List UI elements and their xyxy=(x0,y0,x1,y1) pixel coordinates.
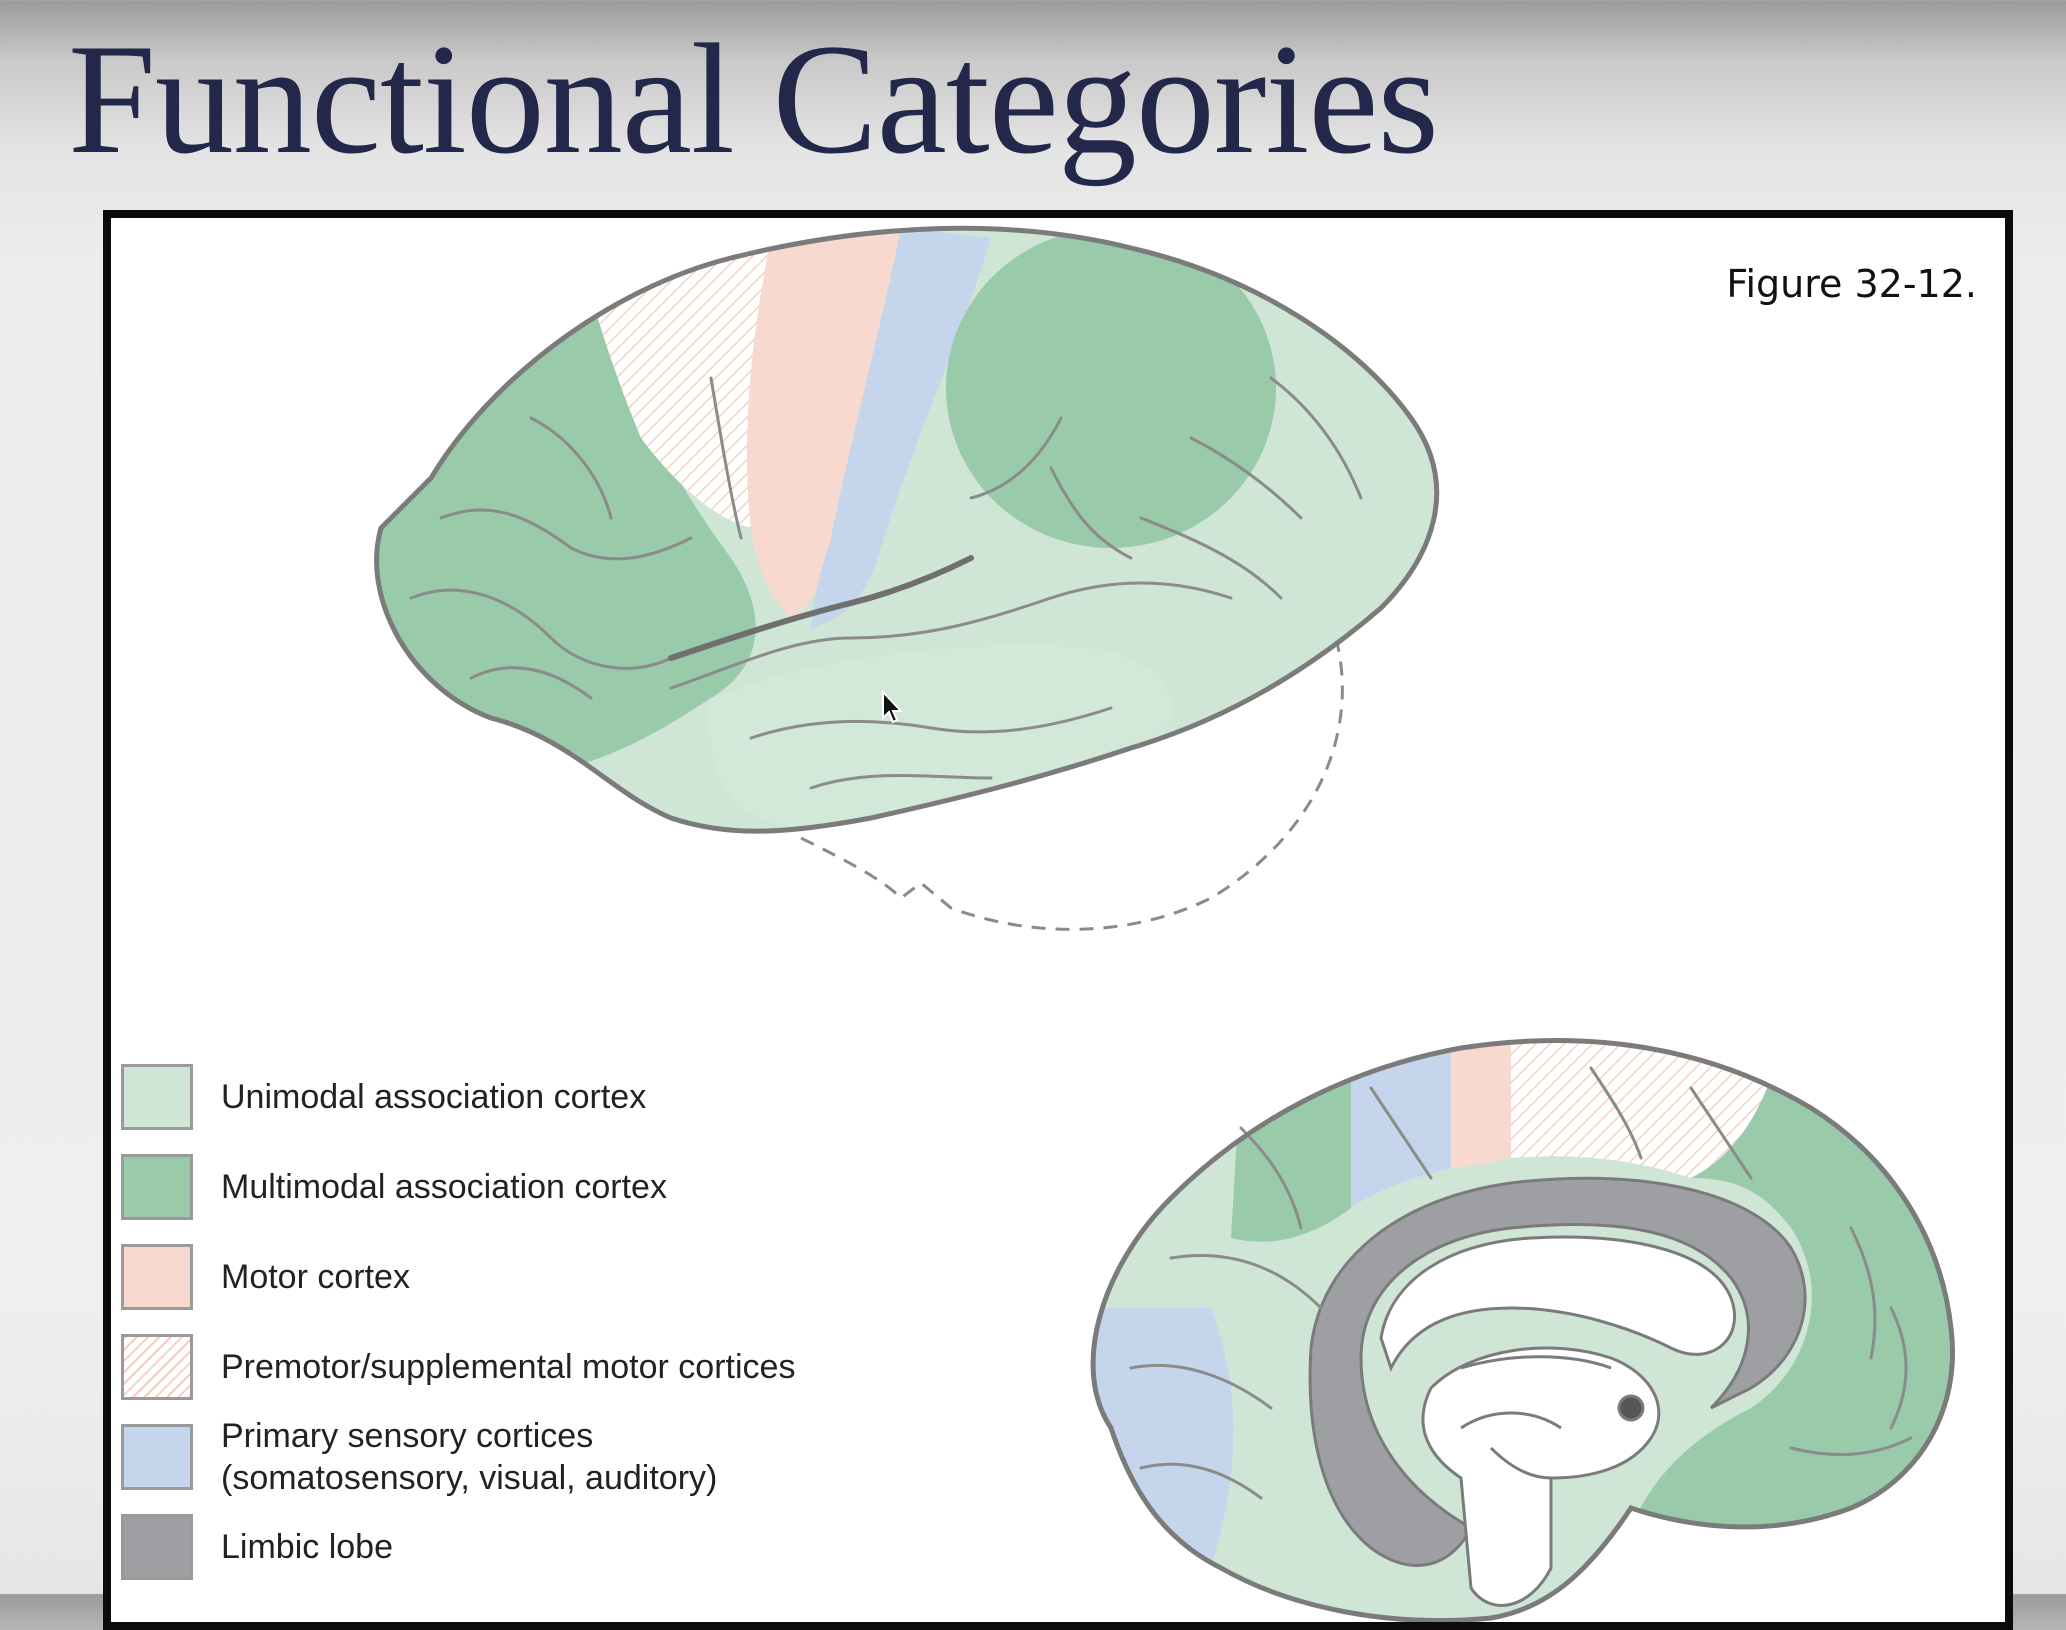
mouse-cursor-icon xyxy=(882,690,904,724)
slide-title: Functional Categories xyxy=(68,12,1439,187)
cerebellum-dashed-outline xyxy=(800,637,1344,931)
legend-swatch-unimodal xyxy=(121,1064,193,1130)
lateral-brain-diagram xyxy=(374,225,1440,931)
legend-item-unimodal: Unimodal association cortex xyxy=(121,1052,795,1142)
legend-label-premotor: Premotor/supplemental motor cortices xyxy=(221,1348,796,1386)
legend-swatch-premotor xyxy=(121,1334,193,1400)
legend-swatch-limbic xyxy=(121,1514,193,1580)
legend: Unimodal association cortex Multimodal a… xyxy=(121,1052,795,1592)
legend-label-motor: Motor cortex xyxy=(221,1258,410,1296)
legend-label-unimodal: Unimodal association cortex xyxy=(221,1078,647,1116)
legend-label-primary-sensory-line2: (somatosensory, visual, auditory) xyxy=(221,1459,718,1497)
motor-cortex-region xyxy=(747,228,901,618)
figure-frame: Figure 32-12. xyxy=(103,210,2013,1630)
limbic-lobe-region xyxy=(1308,1176,1807,1567)
legend-label-multimodal: Multimodal association cortex xyxy=(221,1168,667,1206)
figure-label: Figure 32-12. xyxy=(1726,262,1977,306)
legend-swatch-motor xyxy=(121,1244,193,1310)
primary-somatosensory-region xyxy=(811,228,991,628)
legend-swatch-multimodal xyxy=(121,1154,193,1220)
lateral-brain-outline xyxy=(374,225,1440,834)
legend-item-motor: Motor cortex xyxy=(121,1232,795,1322)
legend-item-primary-sensory: Primary sensory cortices (somatosensory,… xyxy=(121,1412,795,1502)
legend-swatch-primary-sensory xyxy=(121,1424,193,1490)
parietal-multimodal-region xyxy=(946,228,1276,548)
medial-brain-diagram xyxy=(1090,1038,1955,1622)
legend-item-multimodal: Multimodal association cortex xyxy=(121,1142,795,1232)
legend-item-limbic: Limbic lobe xyxy=(121,1502,795,1592)
legend-label-primary-sensory-line1: Primary sensory cortices xyxy=(221,1417,594,1455)
legend-label-limbic: Limbic lobe xyxy=(221,1528,393,1566)
lateral-sulcus xyxy=(668,555,974,661)
corpus-callosum xyxy=(1379,1235,1737,1372)
legend-label-primary-sensory: Primary sensory cortices (somatosensory,… xyxy=(221,1415,717,1499)
legend-item-premotor: Premotor/supplemental motor cortices xyxy=(121,1322,795,1412)
